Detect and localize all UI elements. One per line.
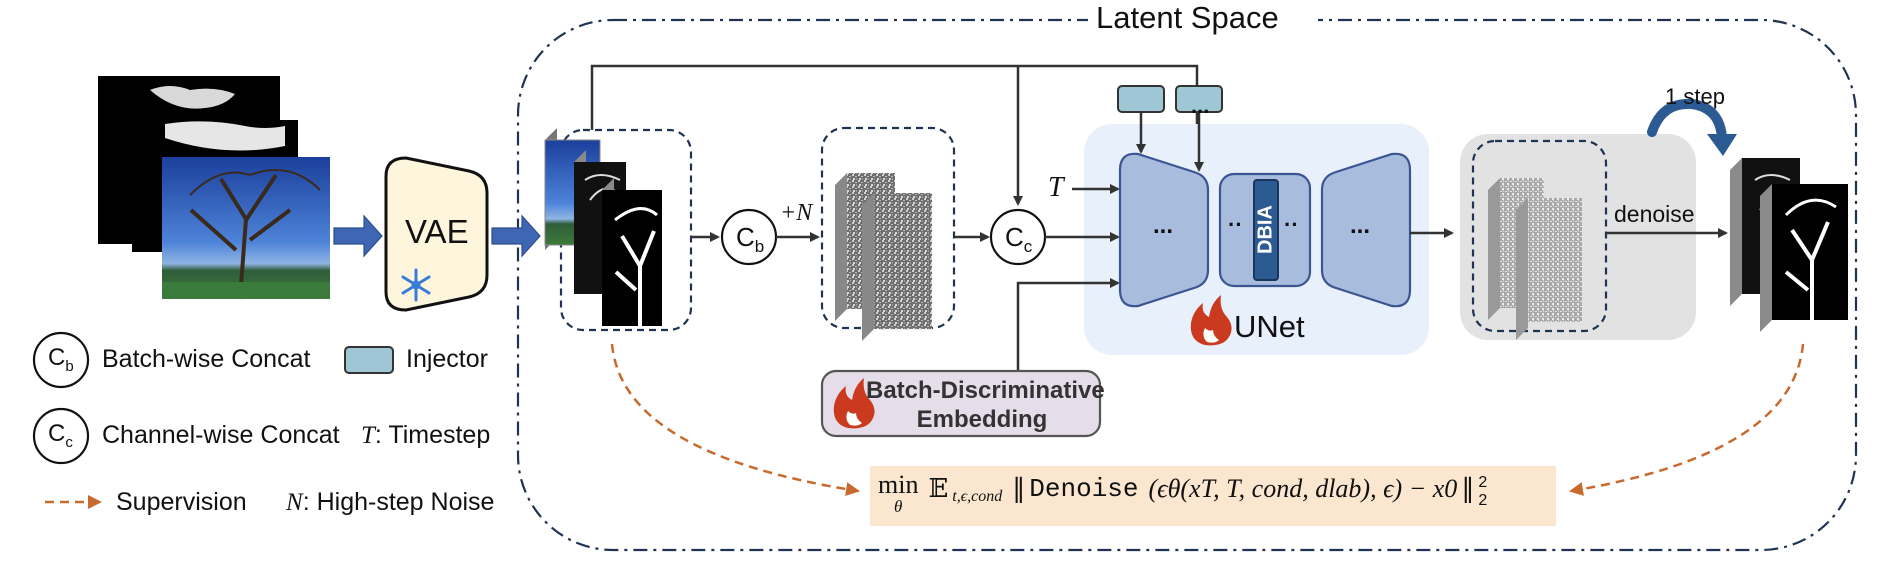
legend-batch-concat: Batch-wise Concat <box>102 345 311 373</box>
bottleneck-dots-left: ·· <box>1228 212 1243 237</box>
legend-supervision: Supervision <box>116 488 247 516</box>
latent-stack <box>544 128 693 332</box>
legend-injector-label: Injector <box>406 345 488 373</box>
curved-arrow-icon <box>1647 98 1737 156</box>
unet-label: UNet <box>1234 309 1305 344</box>
fire-icon <box>1190 295 1232 346</box>
injector-dots: ... <box>1191 93 1210 118</box>
output-stack <box>1730 158 1848 332</box>
batch-concat-label: Cb <box>736 222 765 257</box>
vae-to-latent-arrow <box>491 214 541 258</box>
vae-label: VAE <box>405 213 469 250</box>
unet-encoder <box>1118 152 1210 308</box>
legend-cb-symbol: Cb <box>48 344 74 375</box>
dbia-module <box>1253 179 1279 281</box>
legend-timestep: T: Timestep <box>361 421 491 449</box>
encoder-dots: ... <box>1153 212 1174 239</box>
formula-box <box>870 466 1556 526</box>
injector-1 <box>1117 85 1165 113</box>
denoise-label: denoise <box>1614 201 1695 227</box>
unet-decoder <box>1320 152 1412 308</box>
input-image-stack <box>98 76 330 300</box>
legend-noise: N: High-step Noise <box>286 488 495 516</box>
high-step-noise-label: +N <box>780 200 813 226</box>
fire-icon <box>833 378 875 429</box>
legend-channel-concat: Channel-wise Concat <box>102 421 340 449</box>
latent-space-title: Latent Space <box>1096 0 1279 35</box>
decoder-dots: ... <box>1350 212 1371 239</box>
noised-latent-stack <box>820 126 956 341</box>
bde-box <box>820 369 1102 438</box>
channel-concat-label: Cc <box>1005 222 1033 257</box>
bottleneck-dots-right: ·· <box>1284 212 1299 237</box>
legend-batch-concat-node <box>32 331 90 389</box>
one-step-label: 1 step <box>1665 84 1725 109</box>
legend-channel-concat-node <box>32 407 90 465</box>
timestep-label: T <box>1048 172 1064 203</box>
legend-cc-symbol: Cc <box>48 420 73 451</box>
legend-injector <box>344 346 394 374</box>
vae-block <box>384 156 489 312</box>
input-to-vae-arrow <box>333 214 383 258</box>
snowflake-icon <box>401 268 431 302</box>
dbia-label: DBIA <box>1254 205 1277 254</box>
